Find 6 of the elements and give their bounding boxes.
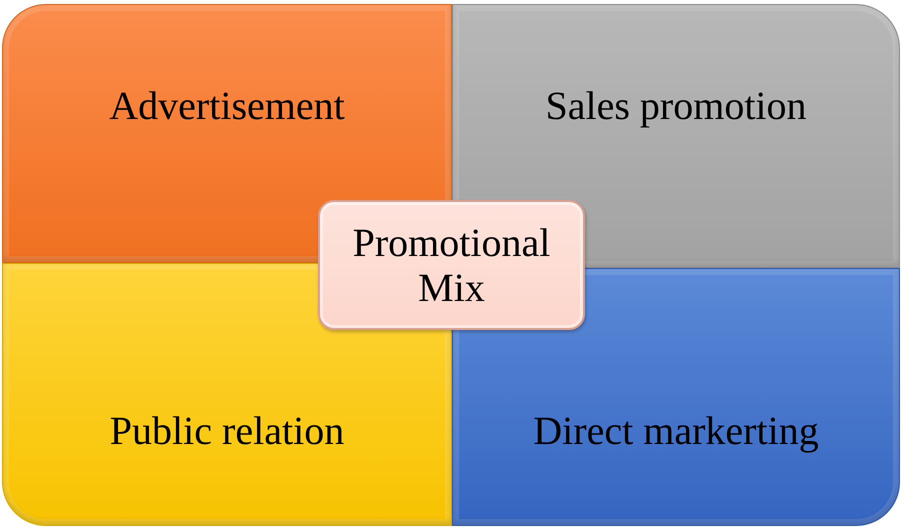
panel-title: Advertisement: [109, 83, 345, 129]
panel-title: Direct markerting: [533, 408, 819, 454]
center-box: [318, 200, 585, 330]
panel-title: Public relation: [110, 408, 344, 454]
panel-title: Sales promotion: [545, 83, 807, 129]
center-title: Promotional Mix: [352, 220, 552, 310]
